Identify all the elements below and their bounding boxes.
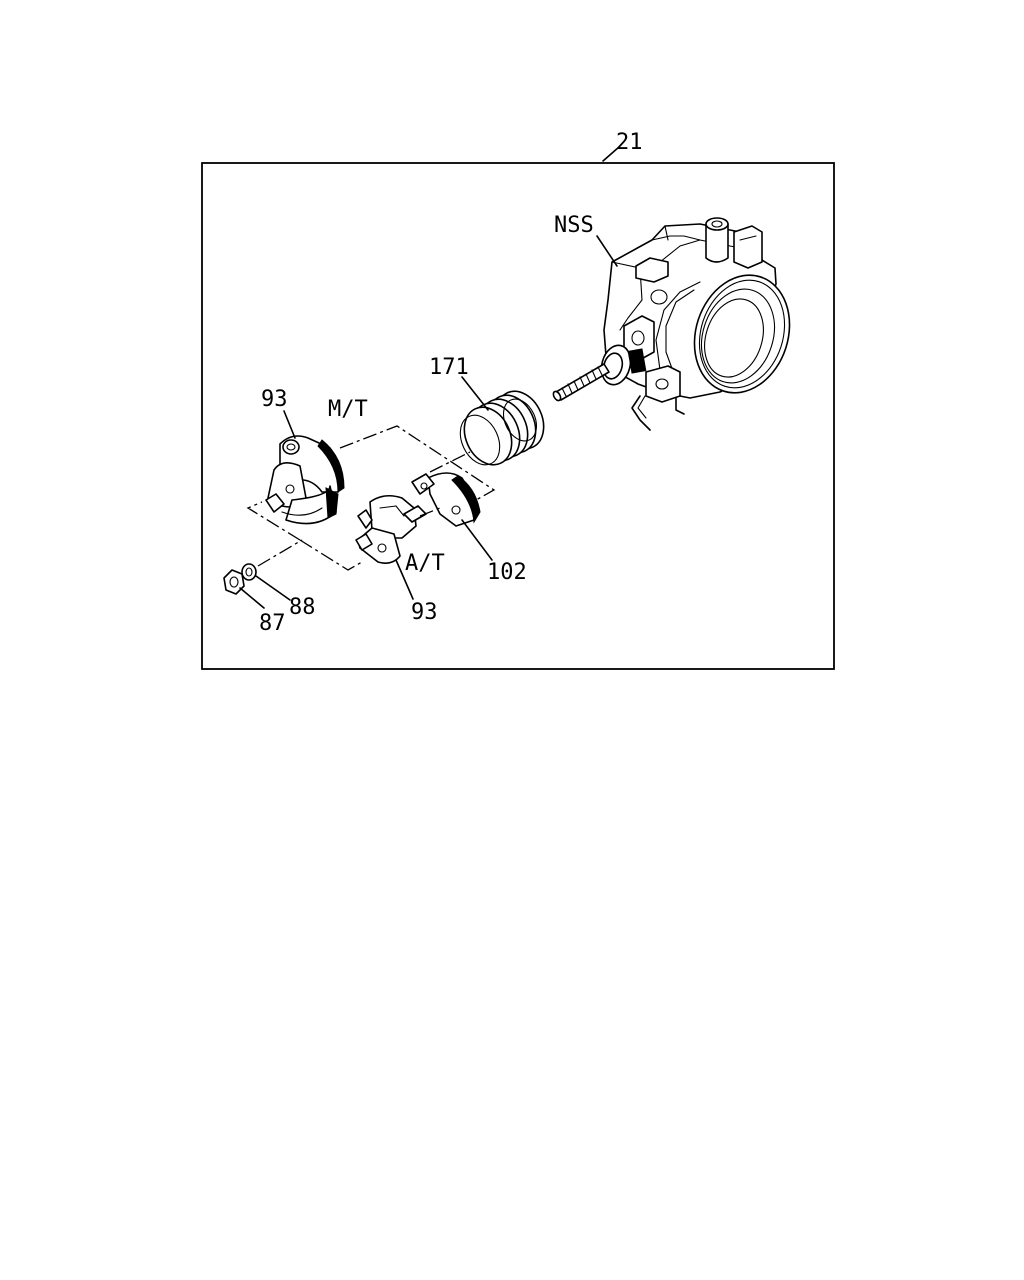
- throttle-spring: [459, 390, 545, 466]
- callout-spring-label: 171: [429, 355, 469, 380]
- lever-manual: [265, 435, 345, 525]
- callout-spring-leader: [461, 376, 489, 411]
- assembly-ref-leader: [602, 146, 620, 162]
- throttle-plate: [411, 472, 481, 527]
- callout-washer-leader: [255, 575, 291, 601]
- at-group-link-right: [419, 507, 441, 517]
- callout-lever-mt-leader: [283, 410, 296, 439]
- callout-lever-at-leader: [395, 559, 414, 600]
- callout-plate-leader: [461, 519, 493, 561]
- at-group-outline: [246, 501, 301, 541]
- variant-mt-label: M/T: [328, 397, 368, 422]
- mt-group-outline: [339, 425, 496, 501]
- variant-at-label: A/T: [405, 551, 445, 576]
- throttle-body: [552, 217, 791, 431]
- washer: [241, 563, 257, 581]
- callout-lever-mt-label: 93: [261, 387, 288, 412]
- mt-group-link: [429, 451, 471, 473]
- callout-nut-label: 87: [259, 611, 286, 636]
- assembly-ref-label: 21: [616, 130, 643, 155]
- callout-nss-label: NSS: [554, 213, 594, 238]
- diagram-frame: [201, 162, 835, 670]
- nut: [223, 569, 245, 595]
- lever-automatic: [355, 494, 427, 564]
- fastener-link: [257, 539, 303, 567]
- at-group-link: [299, 539, 363, 571]
- callout-lever-at-label: 93: [411, 600, 438, 625]
- callout-plate-label: 102: [487, 560, 527, 585]
- callout-nss-leader: [596, 235, 618, 267]
- callout-nut-leader: [239, 587, 265, 609]
- callout-washer-label: 88: [289, 595, 316, 620]
